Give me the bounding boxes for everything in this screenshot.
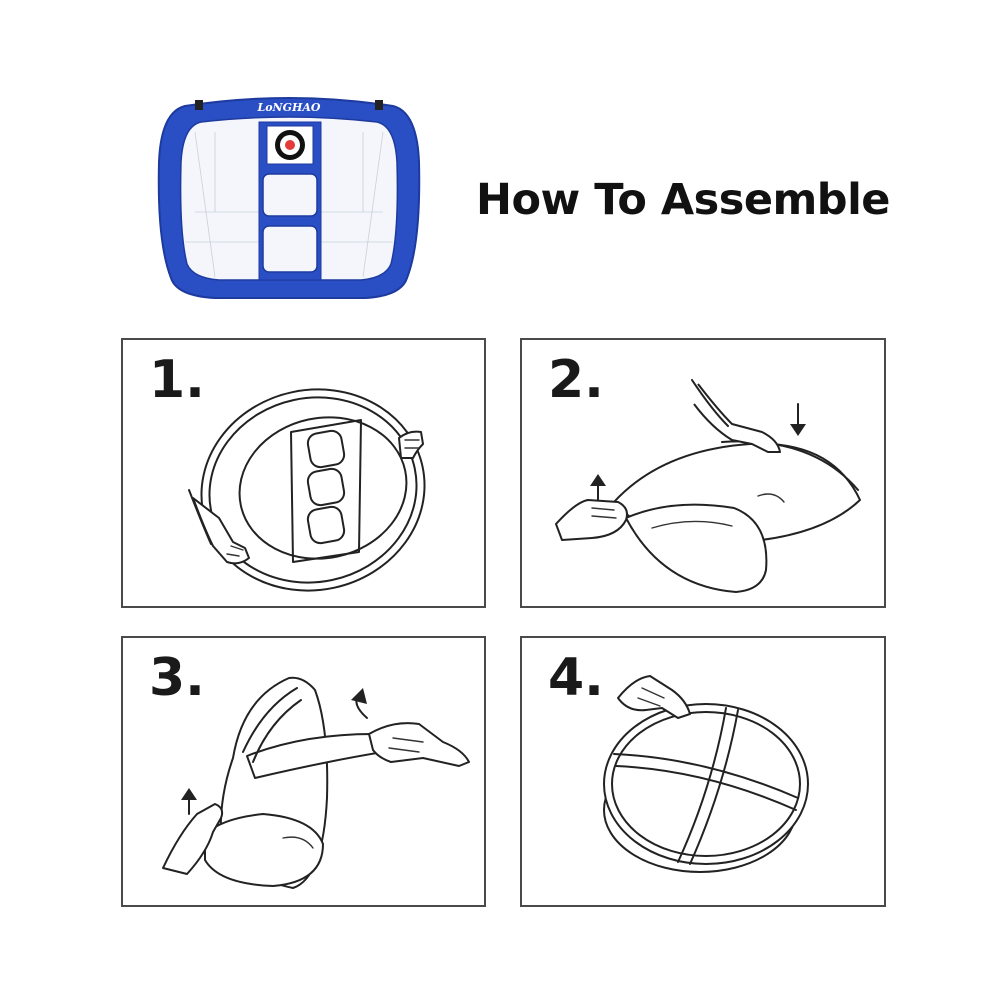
brand-logo: LoNGHAO — [256, 101, 320, 114]
pocket-lower — [262, 225, 318, 273]
step-1-number: 1. — [149, 350, 205, 410]
step-2-panel: 2. — [520, 338, 886, 608]
step-3-illustration — [162, 676, 470, 889]
product-image: LoNGHAO — [155, 92, 423, 306]
step-1-panel: 1. — [121, 338, 486, 608]
chipping-net-illustration: LoNGHAO — [157, 97, 421, 299]
step-4-illustration — [603, 675, 809, 873]
step-3-number: 3. — [149, 648, 205, 708]
step-4-number: 4. — [548, 648, 604, 708]
step-4-panel: 4. — [520, 636, 886, 907]
step-3-panel: 3. — [121, 636, 486, 907]
pocket-upper — [262, 173, 318, 217]
step-2-illustration — [555, 379, 861, 593]
target-center-dot — [285, 140, 295, 150]
step-2-number: 2. — [548, 350, 604, 410]
page-title: How To Assemble — [476, 175, 890, 225]
step-1-illustration — [188, 388, 426, 592]
